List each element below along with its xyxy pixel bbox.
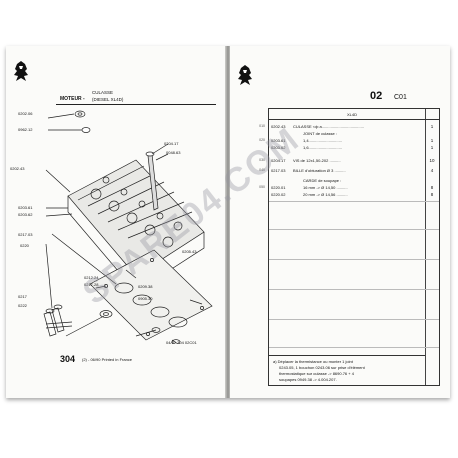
callout-0222: 0222: [18, 303, 27, 308]
part-qty: 10: [429, 158, 435, 163]
callout-0205-43: 0205.43: [182, 249, 197, 254]
part-description: JOINT de culasse :: [303, 131, 337, 136]
callout-0217-03: 0217.03: [18, 232, 33, 237]
part-description: VIS de 12x1,50-202 ..........: [293, 158, 341, 163]
part-ref: 0217.03: [271, 168, 286, 173]
notes-block: a) Déplacer la thermistance ou monter 1 …: [269, 355, 425, 386]
part-qty: 8: [430, 185, 434, 190]
part-description: 1,4..............................: [303, 138, 342, 143]
model-label: XL4D: [347, 112, 358, 117]
group-number: 02: [370, 90, 383, 102]
callout-0217: 0217: [18, 294, 27, 299]
part-description: 16 mm -> Ø 14,50 ..........: [303, 185, 348, 190]
callout-0217-28: 0217.28: [84, 282, 99, 287]
group-code: C01: [394, 94, 407, 101]
note-line: a) Déplacer la thermistance ou monter 1 …: [273, 359, 353, 364]
part-ref: 0204.17: [271, 158, 286, 163]
engine-label: (DIESEL XL4D): [92, 97, 124, 102]
table-row: CARDE de soupape :: [269, 177, 439, 184]
note-line: thermostatique sur culasse -> 8690.76 + …: [279, 371, 354, 376]
part-ref: 0202.43: [271, 124, 286, 129]
page-footer: (2) - 06/90 Printed in France: [82, 357, 133, 362]
section-label: CULASSE: [92, 90, 114, 95]
open-catalog-book: MOTEUR - CULASSE (DIESEL XL4D): [6, 46, 450, 398]
callout-0048-63: 0048.63: [166, 150, 181, 155]
callout-0962-12: 0962.12: [18, 127, 33, 132]
right-page: 02 C01 XL4D 010 0202.43 CULASSE <ф a....…: [230, 46, 450, 398]
note-line: soupapes 0949.38 -> 4.004.207.: [279, 377, 337, 382]
parts-table: XL4D 010 0202.43 CULASSE <ф a...........…: [259, 108, 440, 386]
part-ref: 0220.02: [271, 192, 286, 197]
part-qty: 1: [430, 138, 434, 143]
callout-0905-30: 0905.30: [138, 296, 153, 301]
part-description: CARDE de soupape :: [303, 178, 342, 183]
part-description: CULASSE <ф a............................…: [293, 124, 364, 129]
table-row: 050 0220.01 16 mm -> Ø 14,50 .......... …: [259, 184, 439, 191]
drawing-reference: 04/92 304 02C01: [166, 340, 197, 345]
part-qty: 1: [430, 145, 434, 150]
table-header: XL4D: [269, 109, 439, 120]
left-page: MOTEUR - CULASSE (DIESEL XL4D): [6, 46, 227, 398]
peugeot-lion-logo-icon: [14, 61, 28, 81]
part-ref: 0203.62: [271, 145, 286, 150]
callout-0220: 0220: [20, 243, 29, 248]
callout-0209-38: 0209.38: [138, 284, 153, 289]
page-number: 304: [60, 354, 76, 364]
qty-column-divider: [425, 109, 426, 385]
chapter-label: MOTEUR -: [60, 96, 85, 102]
callout-0203-61: 0203.61: [18, 205, 33, 210]
callout-0202-43: 0202.43: [10, 166, 25, 171]
table-row: 0220.02 20 mm -> Ø 14,56 .......... 8: [269, 191, 439, 198]
table-row: 020 0203.61 1,4.........................…: [259, 137, 439, 144]
table-row: 0203.62 1,6.............................…: [269, 144, 439, 151]
note-line: 0243.05, 1 bouchon 0243.06 sur prise d'é…: [279, 365, 365, 370]
peugeot-lion-logo-icon: [238, 65, 252, 85]
callout-0204-17: 0204.17: [164, 141, 179, 146]
part-description: 20 mm -> Ø 14,56 ..........: [303, 192, 348, 197]
part-description: BILLE d'obturation Ø 3 ..........: [293, 168, 346, 173]
part-qty: 8: [430, 192, 434, 197]
book-gutter: [225, 46, 231, 398]
table-row: 030 0204.17 VIS de 12x1,50-202 .........…: [259, 157, 439, 164]
part-ref: 0220.01: [271, 185, 286, 190]
callout-0203-62: 0203.62: [18, 212, 33, 217]
cylinder-head-exploded-drawing: [43, 110, 213, 344]
table-row: 040 0217.03 BILLE d'obturation Ø 3 .....…: [259, 167, 439, 174]
part-ref: 0203.61: [271, 138, 286, 143]
header-rule: [56, 104, 216, 105]
part-qty: 1: [430, 124, 434, 129]
table-row: 010 0202.43 CULASSE <ф a................…: [259, 123, 439, 130]
part-description: 1,6..............................: [303, 145, 342, 150]
callout-0202-06: 0202.06: [18, 111, 33, 116]
part-qty: 4: [430, 168, 434, 173]
callout-0212-24: 0212.24: [84, 275, 99, 280]
table-row: JOINT de culasse :: [269, 130, 439, 137]
